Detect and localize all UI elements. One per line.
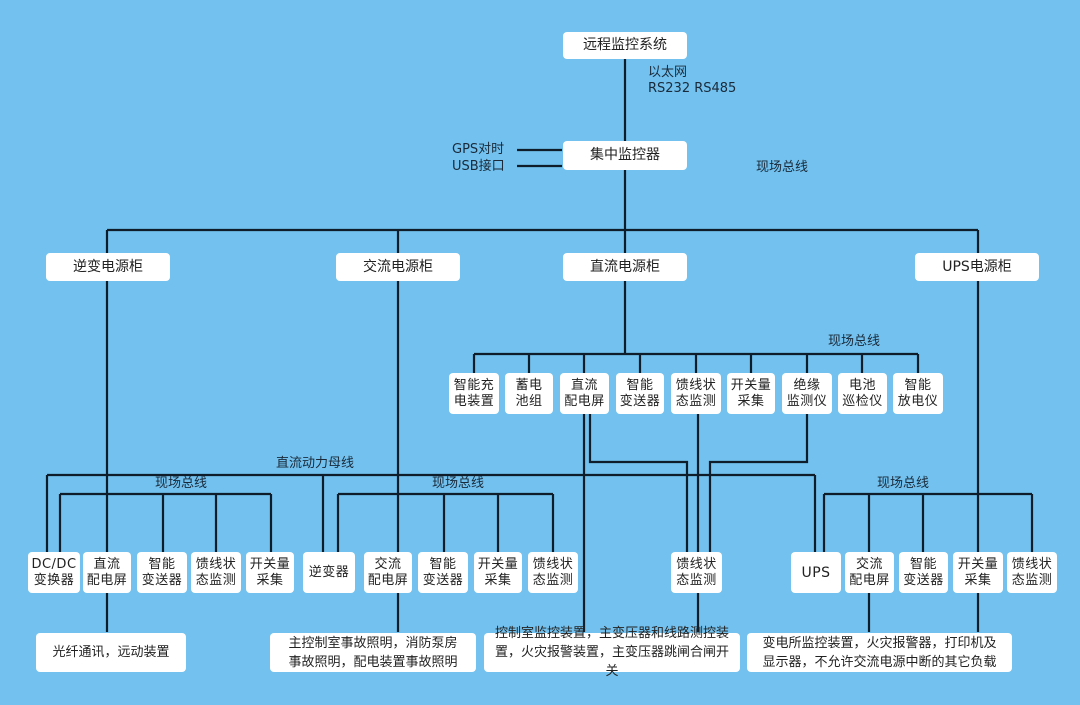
dc-power-bus-label: 直流动力母线 [276,456,355,471]
dc-module: 智能 放电仪 [893,373,943,414]
insulation-to-feeder [708,414,809,553]
right-fieldbus-label: 现场总线 [877,476,930,491]
dc-module: 蓄电 池组 [505,373,553,414]
ac-module: 智能 变送器 [418,552,468,593]
ac-module: 交流 配电屏 [364,552,412,593]
dc-module: 电池 巡检仪 [838,373,887,414]
ac-module: 馈线状 态监测 [528,552,578,593]
cabinet-ac: 交流电源柜 [336,253,460,281]
cabinet-inverter: 逆变电源柜 [46,253,170,281]
dc-module: 开关量 采集 [727,373,775,414]
inverter-module: DC/DC 变换器 [28,552,80,593]
dc-module: 智能充 电装置 [449,373,499,414]
ups-module: UPS [791,552,841,593]
ac-module: 逆变器 [303,552,355,593]
dc-module: 智能 变送器 [616,373,664,414]
gps-timing-label: GPS对时 [452,142,505,157]
left-fieldbus-label: 现场总线 [155,476,208,491]
load-dc: 控制室监控装置，主变压器和线路测控装 置，火灾报警装置，主变压器跳闸合闸开关 [484,626,740,679]
inverter-module: 直流 配电屏 [83,552,131,593]
ups-module: 智能 变送器 [899,552,948,593]
link-protocols-label: 以太网 RS232 RS485 [648,65,737,96]
load-ups: 变电所监控装置，火灾报警器，打印机及 显示器，不允许交流电源中断的其它负载 [747,633,1012,672]
ups-module: 开关量 采集 [953,552,1003,593]
load-inverter: 光纤通讯，远动装置 [36,633,186,672]
ups-module: 馈线状 态监测 [1007,552,1057,593]
dc-fieldbus-label: 现场总线 [828,334,881,349]
inverter-module: 开关量 采集 [246,552,294,593]
dc-screen-to-feeder [588,414,689,553]
central-feeder-monitor: 馈线状 态监测 [671,552,722,593]
usb-port-label: USB接口 [452,159,505,174]
inverter-module: 智能 变送器 [137,552,187,593]
fieldbus-label-top: 现场总线 [756,160,809,175]
central-monitor: 集中监控器 [563,141,687,170]
dc-module: 绝缘 监测仪 [782,373,832,414]
cabinet-ups: UPS电源柜 [915,253,1039,281]
load-ac: 主控制室事故照明，消防泵房 事故照明，配电装置事故照明 [270,633,476,672]
dc-module: 馈线状 态监测 [671,373,721,414]
ups-module: 交流 配电屏 [845,552,894,593]
dc-module: 直流 配电屏 [560,373,609,414]
ac-module: 开关量 采集 [474,552,522,593]
inverter-module: 馈线状 态监测 [191,552,241,593]
middle-fieldbus-label: 现场总线 [432,476,485,491]
remote-monitoring-system: 远程监控系统 [563,32,687,59]
cabinet-dc: 直流电源柜 [563,253,687,281]
